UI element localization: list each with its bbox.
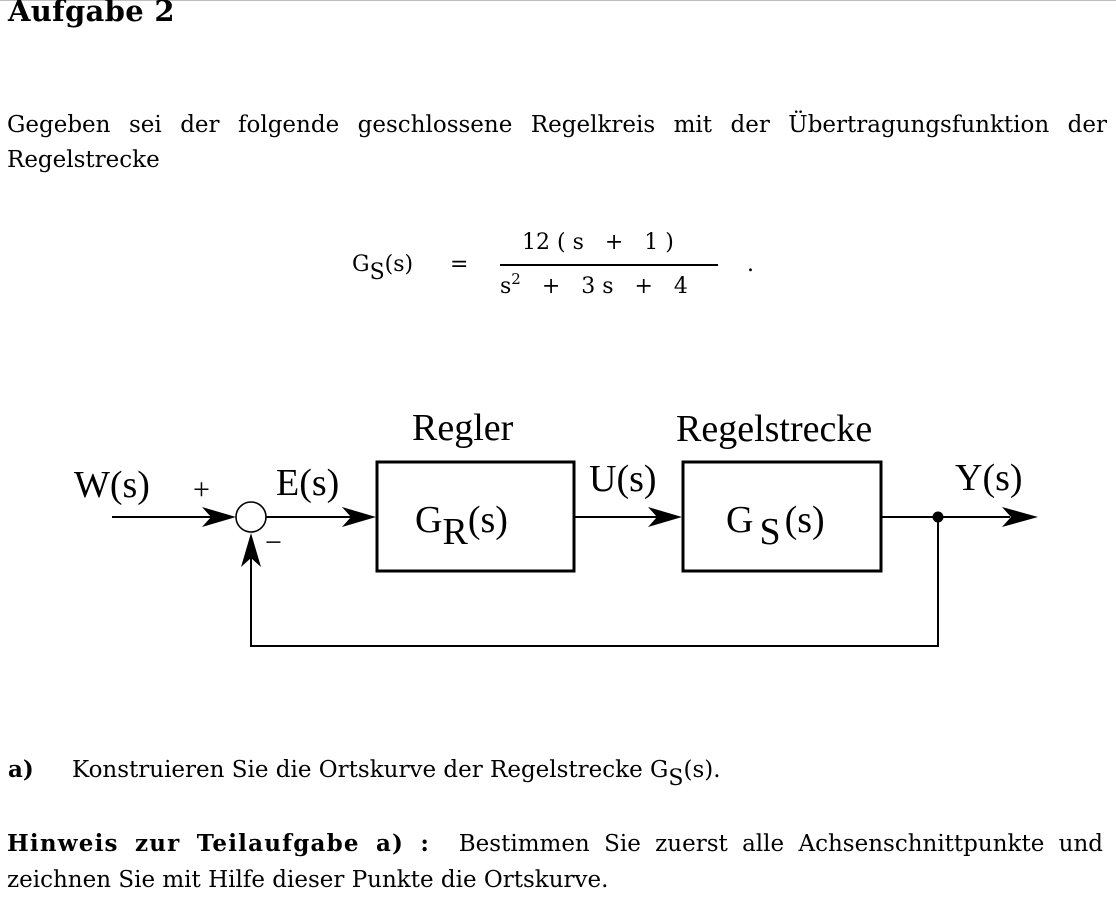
denominator-exponent: 2 [511,270,521,288]
controller-argument: (s) [468,499,508,541]
part-a-subscript: S [668,766,684,791]
part-a-label: a) [8,756,34,783]
summing-junction [235,501,267,533]
output-arrowhead [1002,507,1038,527]
control-signal-label: U(s) [589,458,657,500]
control-arrowhead [648,507,682,527]
input-arrowhead [202,507,236,527]
error-arrowhead [342,507,376,527]
intro-paragraph: Gegeben sei der folgende geschlossene Re… [7,112,1107,173]
hint-paragraph: Hinweis zur Teilaufgabe a) : Bestimmen S… [7,826,1103,898]
plus-sign: + [193,473,210,506]
controller-transfer-function: GR(s) [415,499,508,553]
plant-title: Regelstrecke [676,408,872,450]
formula-period: . [747,252,754,277]
plant-block [681,460,883,573]
part-a-after: (s). [683,757,721,783]
input-label: W(s) [74,464,150,506]
formula-numerator: 12 ( s + 1 ) [522,230,674,255]
denominator-s: s [500,274,512,299]
controller-block [375,460,576,573]
minus-sign: − [265,526,282,559]
hint-text: Bestimmen Sie zuerst alle Achsenschnittp… [7,831,1104,893]
controller-title: Regler [412,407,514,449]
formula-lhs-symbol: G [352,252,370,277]
plant-G: G [726,499,753,541]
formula-denominator: s2 + 3 s + 4 [500,270,688,299]
top-rule [0,0,1116,1]
part-a-text: Konstruieren Sie die Ortskurve der Regel… [72,757,669,783]
formula-lhs: GS(s) [352,252,413,285]
page-title: Aufgabe 2 [8,0,175,28]
fraction-bar [500,264,718,266]
plant-subscript: S [759,511,780,553]
controller-subscript: R [442,511,468,553]
feedback-path [250,517,939,647]
hint-label: Hinweis zur Teilaufgabe a) : [7,830,431,857]
part-a: a) Konstruieren Sie die Ortskurve der Reg… [8,756,1108,791]
formula-equals: = [450,252,469,277]
plant-argument: (s) [785,499,825,541]
error-label: E(s) [276,462,339,504]
transfer-function-formula: GS(s) = 12 ( s + 1 ) s2 + 3 s + 4 . [350,226,770,306]
controller-G: G [415,499,442,541]
formula-lhs-argument: (s) [384,252,414,277]
output-label: Y(s) [955,457,1023,499]
feedback-arrowhead [241,533,261,567]
formula-lhs-subscript: S [369,260,385,285]
denominator-rest: + 3 s + 4 [520,274,688,299]
